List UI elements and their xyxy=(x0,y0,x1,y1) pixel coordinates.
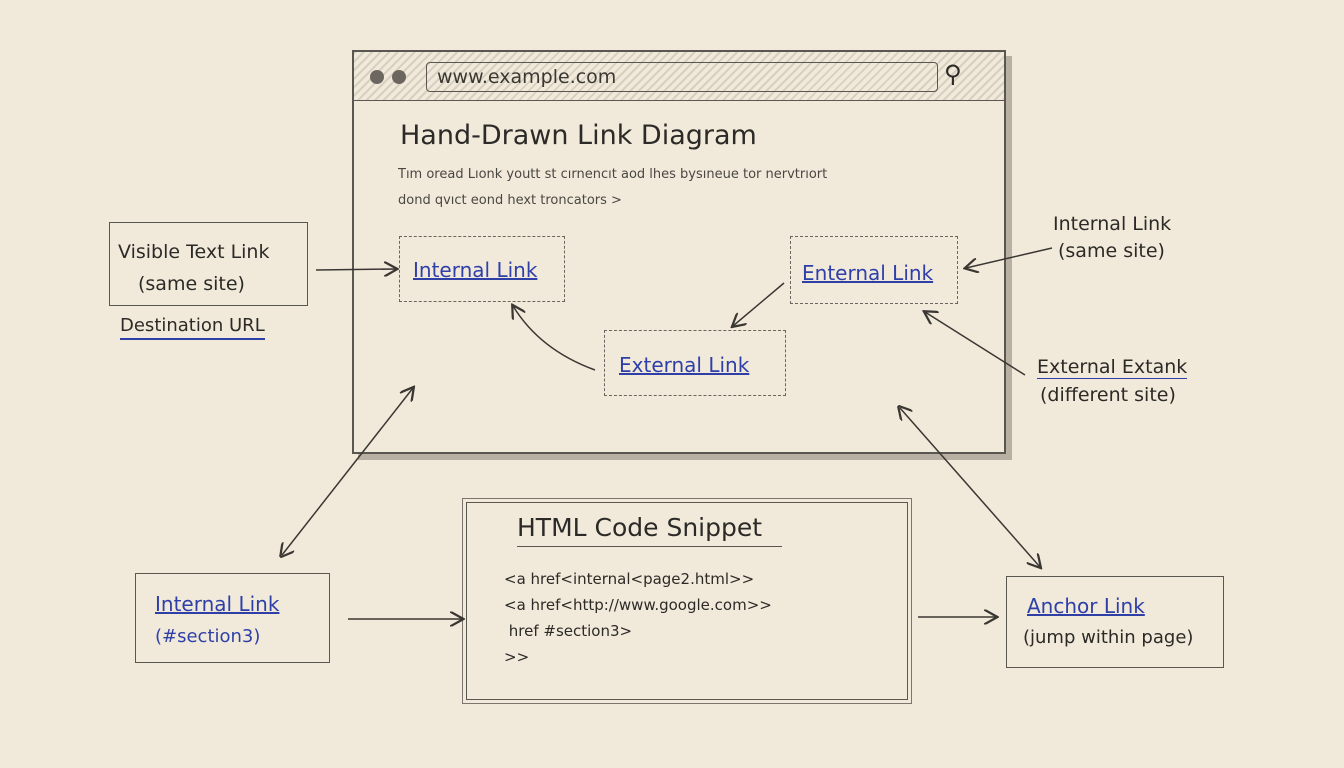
window-dot-icon xyxy=(392,70,406,84)
arrow xyxy=(900,408,1040,567)
arrow xyxy=(925,312,1026,376)
code-line: >> xyxy=(504,648,530,666)
enternal-link[interactable]: Enternal Link xyxy=(802,261,934,285)
enternal-link-box: Enternal Link xyxy=(790,236,958,304)
external-link[interactable]: External Link xyxy=(619,353,750,377)
label: (same site) xyxy=(1058,240,1165,262)
internal-anchor-box: Internal Link (#section3) xyxy=(135,573,330,663)
internal-link[interactable]: Internal Link xyxy=(155,592,280,616)
arrow xyxy=(966,247,1053,268)
arrow xyxy=(315,269,396,270)
destination-url-caption: Destination URL xyxy=(120,315,265,340)
label: (#section3) xyxy=(155,626,261,647)
code-line: <a href<http://www.google.com>> xyxy=(504,596,772,614)
code-snippet-box: HTML Code Snippet <a href<internal<page2… xyxy=(462,498,912,704)
label: Internal Link xyxy=(1053,213,1172,235)
anchor-link[interactable]: Anchor Link xyxy=(1027,594,1145,618)
arrow xyxy=(733,282,785,326)
label: External Extank xyxy=(1037,356,1188,379)
anchor-link-box: Anchor Link (jump within page) xyxy=(1006,576,1224,668)
browser-window: www.example.com ⚲ Hand-Drawn Link Diagra… xyxy=(352,50,1006,454)
window-dot-icon xyxy=(370,70,384,84)
body-line: Tım oread Lıonk youtt st cırnencıt aod l… xyxy=(398,167,828,182)
external-link-box: External Link xyxy=(604,330,786,396)
label: (different site) xyxy=(1040,384,1176,406)
visible-text-box: Visible Text Link (same site) xyxy=(109,222,308,306)
browser-toolbar: www.example.com ⚲ xyxy=(354,52,1004,101)
page-title: Hand-Drawn Link Diagram xyxy=(400,120,757,151)
code-line: href #section3> xyxy=(504,622,633,640)
arrow xyxy=(513,306,596,371)
label: (same site) xyxy=(138,273,245,295)
label: Visible Text Link xyxy=(118,241,270,263)
code-line: <a href<internal<page2.html>> xyxy=(504,570,755,588)
code-title: HTML Code Snippet xyxy=(517,513,783,547)
url-bar[interactable]: www.example.com xyxy=(426,62,938,92)
label: (jump within page) xyxy=(1023,627,1194,648)
search-icon[interactable]: ⚲ xyxy=(944,60,962,88)
internal-link-box: Internal Link xyxy=(399,236,565,302)
internal-link[interactable]: Internal Link xyxy=(413,258,538,282)
body-line: dond qvıct eond hext troncators > xyxy=(398,193,622,208)
arrow xyxy=(282,388,413,555)
